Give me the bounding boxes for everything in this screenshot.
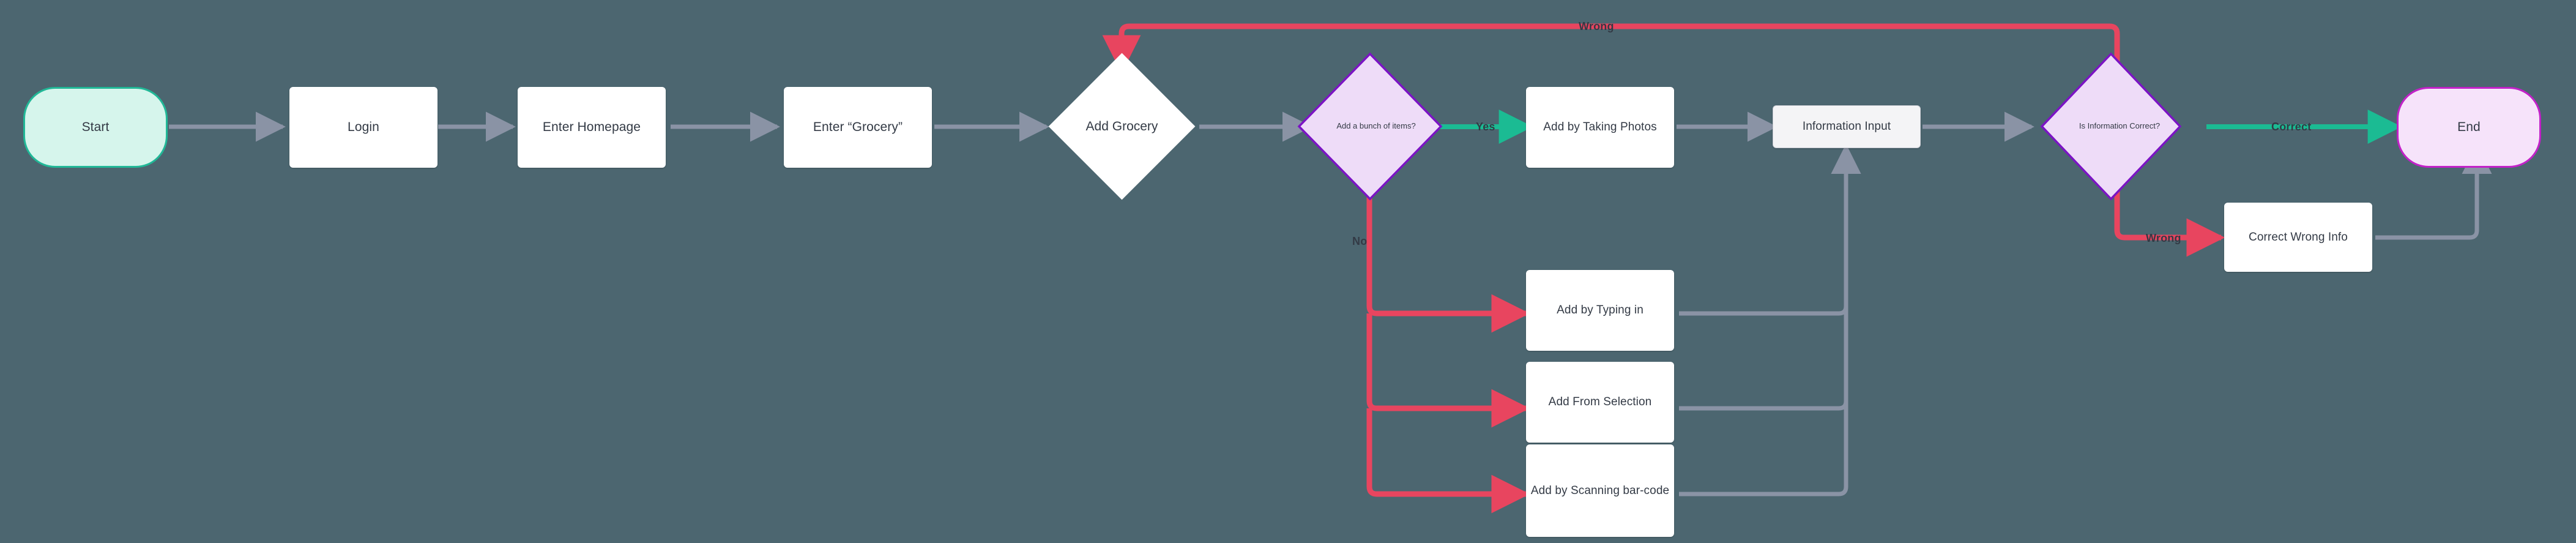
edge-barcode-infoinput bbox=[1679, 144, 1861, 496]
node-login-label: Login bbox=[348, 119, 379, 134]
node-add-from-selection-label: Add From Selection bbox=[1548, 395, 1652, 409]
node-add-by-taking-photos-label: Add by Taking Photos bbox=[1543, 121, 1657, 134]
node-end[interactable]: End bbox=[2397, 87, 2541, 168]
node-login[interactable]: Login bbox=[289, 87, 437, 168]
edge-bunch-typing bbox=[1366, 157, 1530, 333]
node-add-by-scanning-barcode[interactable]: Add by Scanning bar-code bbox=[1526, 444, 1674, 537]
edge-label-yes: Yes bbox=[1476, 121, 1495, 133]
node-add-bunch-decision[interactable]: Add a bunch of items? bbox=[1296, 51, 1444, 202]
node-add-by-typing-in[interactable]: Add by Typing in bbox=[1526, 270, 1674, 351]
add-bunch-diamond-shape bbox=[1297, 52, 1443, 201]
edge-label-wrong-top: Wrong bbox=[1579, 20, 1614, 32]
node-start[interactable]: Start bbox=[23, 87, 168, 168]
node-add-by-taking-photos[interactable]: Add by Taking Photos bbox=[1526, 87, 1674, 168]
edge-iscorrect-correctwrong bbox=[2114, 158, 2225, 257]
edge-bunch-selection bbox=[1366, 313, 1530, 428]
node-add-by-typing-in-label: Add by Typing in bbox=[1557, 304, 1644, 317]
edge-label-wrong-side: Wrong bbox=[2146, 232, 2181, 244]
node-enter-grocery-label: Enter “Grocery” bbox=[813, 119, 903, 134]
edge-selection-infoinput bbox=[1679, 144, 1861, 411]
node-enter-homepage-label: Enter Homepage bbox=[542, 119, 641, 134]
node-start-label: Start bbox=[81, 119, 110, 134]
node-add-grocery[interactable]: Add Grocery bbox=[1046, 51, 1197, 202]
edge-label-no: No bbox=[1352, 235, 1368, 247]
edge-bunch-barcode bbox=[1366, 408, 1530, 514]
add-grocery-diamond-shape bbox=[1048, 53, 1196, 200]
edge-typing-infoinput bbox=[1679, 144, 1861, 316]
edge-label-correct: Correct bbox=[2271, 121, 2312, 133]
node-correct-wrong-info-label: Correct Wrong Info bbox=[2249, 230, 2348, 244]
node-information-input[interactable]: Information Input bbox=[1773, 105, 1921, 148]
node-add-from-selection[interactable]: Add From Selection bbox=[1526, 362, 1674, 443]
node-add-by-scanning-barcode-label: Add by Scanning bar-code bbox=[1530, 484, 1670, 497]
edge-iscorrect-addgrocery-loop bbox=[1102, 23, 2120, 95]
node-enter-homepage[interactable]: Enter Homepage bbox=[518, 87, 666, 168]
node-correct-wrong-info[interactable]: Correct Wrong Info bbox=[2224, 203, 2372, 272]
is-information-correct-diamond-shape bbox=[2040, 52, 2182, 201]
node-end-label: End bbox=[2457, 119, 2481, 134]
node-is-information-correct[interactable]: Is Information Correct? bbox=[2039, 51, 2183, 202]
node-information-input-label: Information Input bbox=[1802, 120, 1891, 133]
edge-correctwrong-end bbox=[2375, 144, 2492, 240]
node-enter-grocery[interactable]: Enter “Grocery” bbox=[784, 87, 932, 168]
